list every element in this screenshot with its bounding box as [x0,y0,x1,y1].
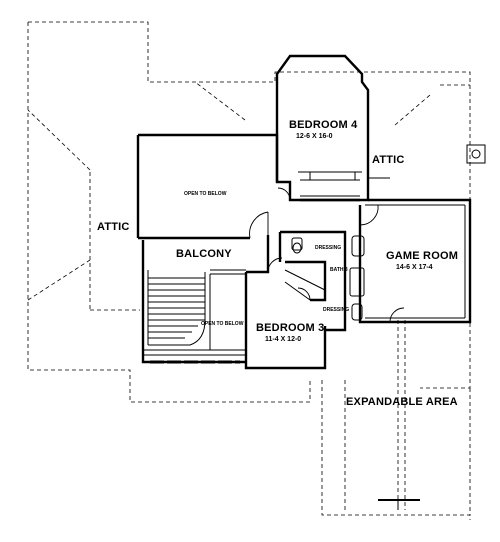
roof-outline [27,21,471,520]
attic-right-label: ATTIC [372,154,405,166]
attic-left-label: ATTIC [97,221,130,233]
open-to-below-lower-label: OPEN TO BELOW [201,321,244,327]
balcony-label: BALCONY [176,248,232,260]
dressing-lower-label: DRESSING [323,307,350,313]
interior-lines [143,144,486,510]
expandable-area-label: EXPANDABLE AREA [346,396,458,408]
bedroom4-label: BEDROOM 4 [289,119,358,131]
door-swings [249,187,405,323]
bedroom4-size: 12-6 X 16-0 [296,133,333,140]
game-room-label: GAME ROOM [386,250,459,262]
bedroom3-label: BEDROOM 3 [256,322,325,334]
dressing-upper-label: DRESSING [315,245,342,251]
bath3-label: BATH 3 [330,267,348,273]
bedroom3-size: 11-4 X 12-0 [265,336,302,343]
open-to-below-upper-label: OPEN TO BELOW [184,191,227,197]
walls [136,54,472,370]
game-room-size: 14-6 X 17-4 [396,264,433,271]
